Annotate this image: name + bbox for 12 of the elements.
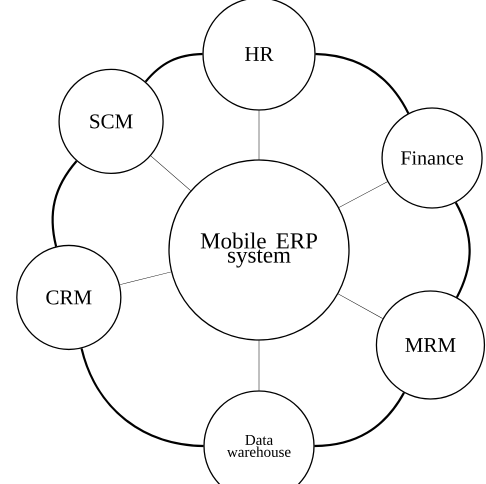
connector-line [338, 294, 383, 319]
ring-arc [454, 202, 471, 298]
connector-line [258, 110, 260, 160]
connector-line [120, 272, 172, 285]
ring-arc [316, 52, 410, 114]
ring-arc [52, 160, 78, 247]
connector-line [150, 156, 191, 191]
ring-arc [144, 52, 202, 82]
connector-line [338, 182, 388, 208]
ring-arc [80, 348, 204, 448]
ring-arc [314, 392, 405, 448]
connector-line [258, 340, 260, 391]
